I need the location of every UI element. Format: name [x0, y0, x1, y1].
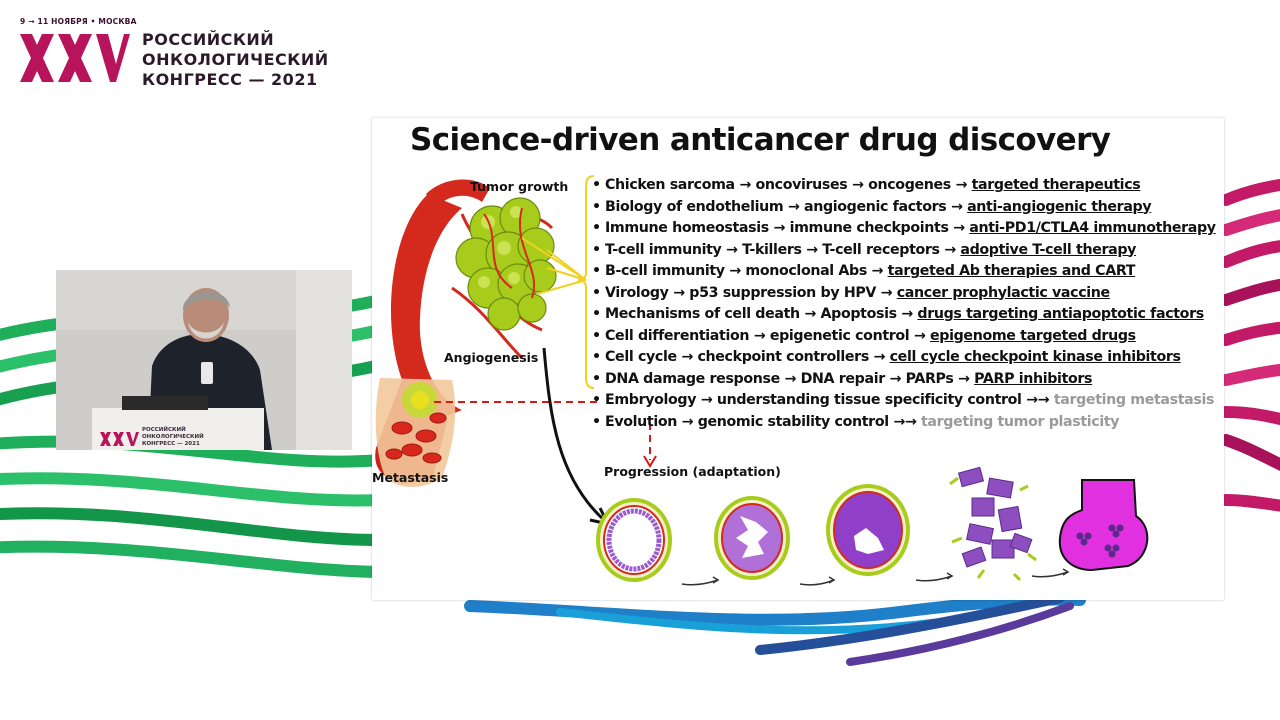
- list-item: •B-cell immunity → monoclonal Abs → targ…: [592, 261, 1224, 283]
- congress-title-line1: РОССИЙСКИЙ: [142, 30, 275, 49]
- list-item-target: drugs targeting antiapoptotic factors: [917, 306, 1204, 322]
- list-item-target: targeted Ab therapies and CART: [887, 263, 1136, 279]
- list-item-target: PARP inhibitors: [974, 370, 1093, 387]
- speaker-video: РОССИЙСКИЙ ОНКОЛОГИЧЕСКИЙ КОНГРЕСС — 202…: [56, 270, 352, 450]
- badge-icon: [201, 362, 213, 384]
- blood-vessel-illustration: [375, 179, 490, 487]
- bullet-point: •: [592, 327, 601, 344]
- list-item-target: targeting metastasis: [1053, 392, 1215, 408]
- list-item: •T-cell immunity → T-killers → T-cell re…: [592, 240, 1224, 262]
- list-item-text: B-cell immunity → monoclonal Abs →: [605, 263, 888, 279]
- list-item-text: Cell differentiation → epigenetic contro…: [605, 327, 931, 344]
- bullet-point: •: [592, 306, 601, 322]
- list-item: •Chicken sarcoma → oncoviruses → oncogen…: [592, 175, 1224, 197]
- tumor-mass-illustration: [451, 197, 557, 360]
- metastasis-dashed-arrow: [434, 401, 651, 460]
- progression-stage-1: [596, 498, 672, 582]
- podium-text-line2: ОНКОЛОГИЧЕСКИЙ: [142, 432, 204, 440]
- bullet-point: •: [592, 241, 601, 258]
- list-item-target: targeted therapeutics: [971, 177, 1141, 193]
- congress-title: РОССИЙСКИЙ ОНКОЛОГИЧЕСКИЙ КОНГРЕСС — 202…: [142, 30, 329, 90]
- bullet-point: •: [592, 349, 601, 365]
- list-item: •Cell cycle → checkpoint controllers → c…: [592, 347, 1224, 369]
- podium-logo-numeral: [100, 432, 139, 446]
- blue-ribbon-decoration: [464, 593, 1086, 666]
- congress-logo-numeral: [20, 34, 130, 82]
- list-item: •Embryology → understanding tissue speci…: [592, 390, 1224, 412]
- list-item-text: Virology → p53 suppression by HPV →: [605, 284, 897, 301]
- bullet-point: •: [592, 177, 601, 193]
- stage-arrows: [681, 568, 1070, 586]
- list-item-text: T-cell immunity → T-killers → T-cell rec…: [605, 241, 961, 258]
- list-item-text: Cell cycle → checkpoint controllers →: [605, 349, 890, 365]
- list-item: •Virology → p53 suppression by HPV → can…: [592, 283, 1224, 305]
- progression-stage-5: [1058, 479, 1149, 572]
- list-item-target: anti-angiogenic therapy: [967, 198, 1152, 215]
- bullet-point: •: [592, 392, 601, 408]
- congress-date: 9 → 11 НОЯБРЯ • МОСКВА: [20, 17, 137, 26]
- list-item-target: anti-PD1/CTLA4 immunotherapy: [969, 220, 1216, 236]
- progression-arrow: [542, 347, 606, 522]
- list-item-text: Chicken sarcoma → oncoviruses → oncogene…: [605, 177, 972, 193]
- list-item: •Biology of endothelium → angiogenic fac…: [592, 197, 1224, 219]
- progression-stage-2: [714, 496, 790, 580]
- bullet-point: •: [592, 413, 601, 430]
- bullet-point: •: [592, 284, 601, 301]
- progression-stage-3: [826, 484, 910, 576]
- congress-title-line3: КОНГРЕСС — 2021: [142, 70, 318, 89]
- magenta-ribbon-decoration: [1220, 178, 1280, 512]
- speaker-video-frame: РОССИЙСКИЙ ОНКОЛОГИЧЕСКИЙ КОНГРЕСС — 202…: [56, 270, 352, 450]
- yellow-bracket: [521, 175, 595, 389]
- list-item-target: targeting tumor plasticity: [921, 413, 1120, 430]
- list-item: •Evolution → genomic stability control →…: [592, 412, 1224, 434]
- podium-text-line1: РОССИЙСКИЙ: [142, 425, 186, 433]
- list-item-target: cell cycle checkpoint kinase inhibitors: [889, 349, 1181, 365]
- list-item-text: Immune homeostasis → immune checkpoints …: [605, 220, 970, 236]
- podium-text-line3: КОНГРЕСС — 2021: [142, 441, 200, 447]
- slide-illustration: [375, 175, 1149, 586]
- list-item-text: DNA damage response → DNA repair → PARPs…: [605, 370, 975, 387]
- list-item: •Mechanisms of cell death → Apoptosis → …: [592, 304, 1224, 326]
- progression-label: Progression (adaptation): [604, 464, 781, 479]
- discovery-list: •Chicken sarcoma → oncoviruses → oncogen…: [592, 175, 1224, 433]
- list-item: •Cell differentiation → epigenetic contr…: [592, 326, 1224, 348]
- list-item: •DNA damage response → DNA repair → PARP…: [592, 369, 1224, 391]
- list-item-text: Evolution → genomic stability control →→: [605, 413, 921, 430]
- list-item-text: Mechanisms of cell death → Apoptosis →: [605, 306, 918, 322]
- congress-title-line2: ОНКОЛОГИЧЕСКИЙ: [142, 50, 329, 69]
- list-item-target: epigenome targeted drugs: [930, 327, 1136, 344]
- bullet-point: •: [592, 198, 601, 215]
- list-item-text: Biology of endothelium → angiogenic fact…: [605, 198, 968, 215]
- angiogenesis-label: Angiogenesis: [444, 350, 539, 365]
- slide-title: Science-driven anticancer drug discovery: [410, 122, 1111, 158]
- metastasis-label: Metastasis: [372, 470, 449, 485]
- bullet-point: •: [592, 220, 601, 236]
- tumor-growth-label: Tumor growth: [470, 179, 569, 194]
- list-item-text: Embryology → understanding tissue specif…: [605, 392, 1054, 408]
- progression-stage-4: [949, 466, 1037, 582]
- presentation-slide: Science-driven anticancer drug discovery: [372, 118, 1224, 600]
- list-item: •Immune homeostasis → immune checkpoints…: [592, 218, 1224, 240]
- bullet-point: •: [592, 370, 601, 387]
- bullet-point: •: [592, 263, 601, 279]
- list-item-target: cancer prophylactic vaccine: [896, 284, 1110, 301]
- list-item-target: adoptive T-cell therapy: [960, 241, 1137, 258]
